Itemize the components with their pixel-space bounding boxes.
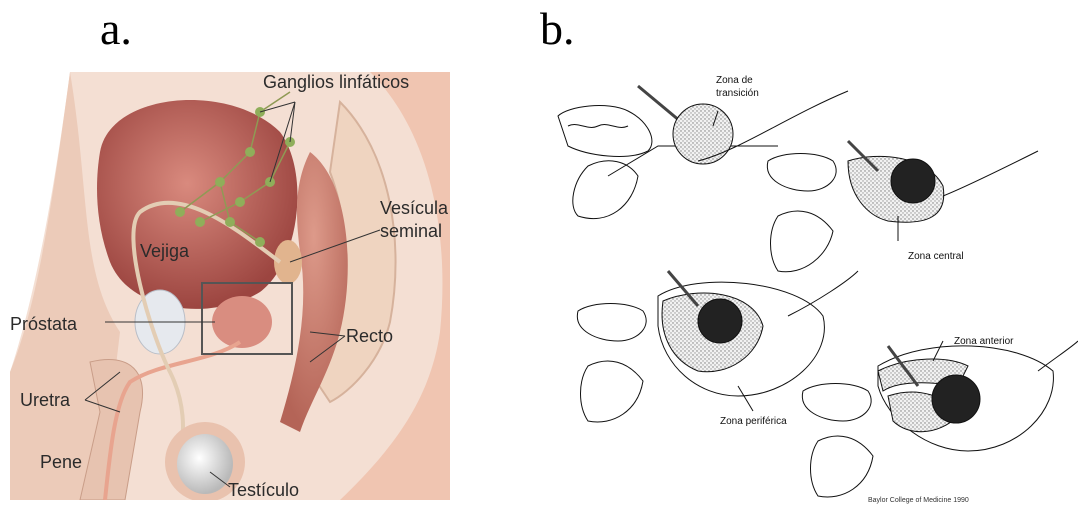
- transition-zone-shape: [673, 104, 733, 164]
- panel-a-letter: a.: [100, 6, 132, 52]
- label-zona-central: Zona central: [908, 251, 964, 262]
- label-zona-anterior: Zona anterior: [954, 336, 1014, 347]
- credit-baylor: Baylor College of Medicine 1990: [868, 497, 969, 504]
- testicle: [177, 434, 233, 494]
- panel-b-letter: b.: [540, 6, 575, 52]
- label-zona-periferica: Zona periférica: [720, 416, 787, 427]
- bladder-shape: [97, 100, 297, 309]
- label-ganglios: Ganglios linfáticos: [263, 72, 409, 92]
- label-recto: Recto: [346, 326, 393, 346]
- label-vejiga: Vejiga: [140, 241, 190, 261]
- label-prostata: Próstata: [10, 314, 78, 334]
- label-uretra: Uretra: [20, 390, 71, 410]
- panel-a-illustration: Ganglios linfáticos Vesícula seminal Vej…: [10, 72, 450, 500]
- label-vesicula-2: seminal: [380, 221, 442, 241]
- label-pene: Pene: [40, 452, 82, 472]
- label-zona-transicion-2: transición: [716, 88, 759, 99]
- panel-b-illustration: Zona de transición Zona central Zona per…: [548, 66, 1078, 506]
- drawing-anterior-zone: [802, 341, 1078, 497]
- drawing-central-zone: [767, 141, 1038, 272]
- drawing-transition-zone: [558, 86, 848, 219]
- prostate: [212, 296, 272, 348]
- label-zona-transicion-1: Zona de: [716, 75, 753, 86]
- label-testiculo: Testículo: [228, 480, 299, 500]
- label-vesicula-1: Vesícula: [380, 198, 449, 218]
